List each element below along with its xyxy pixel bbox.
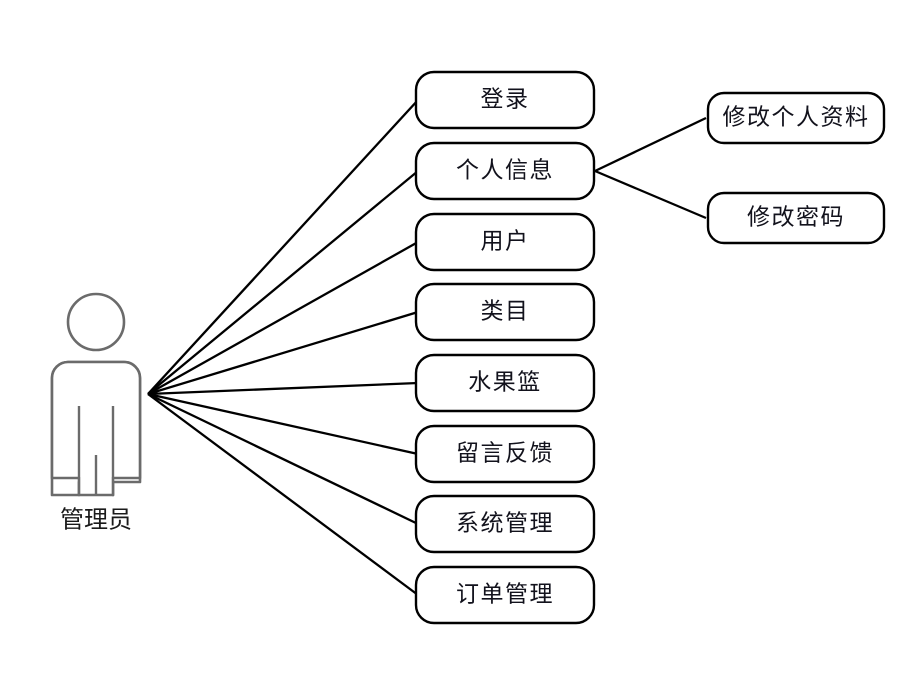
association-line-order-admin [147, 393, 419, 596]
administrator-actor[interactable]: 管理员 [50, 292, 142, 533]
use-case-box[interactable] [414, 494, 596, 554]
association-line-fruit-basket [147, 381, 419, 396]
actor-label: 管理员 [60, 506, 132, 533]
association-line-edit-profile [594, 116, 707, 173]
association-line-system-admin [147, 392, 419, 526]
association-lines-actor [147, 99, 419, 596]
use-case-label: 修改密码 [747, 204, 845, 229]
use-case-profile[interactable]: 个人信息 [414, 141, 596, 201]
association-line-change-password [594, 169, 707, 220]
use-case-system-admin[interactable]: 系统管理 [414, 494, 596, 554]
use-case-box[interactable] [414, 424, 596, 484]
use-case-fruit-basket[interactable]: 水果篮 [414, 353, 596, 413]
use-case-order-admin[interactable]: 订单管理 [414, 565, 596, 625]
use-case-label: 个人信息 [456, 157, 554, 182]
use-case-box[interactable] [414, 282, 596, 342]
use-case-box[interactable] [414, 70, 596, 130]
use-case-label: 留言反馈 [456, 440, 554, 465]
association-line-login [147, 99, 419, 395]
association-line-feedback [147, 392, 419, 456]
use-case-label: 用户 [481, 228, 530, 253]
use-case-box[interactable] [706, 191, 886, 245]
association-line-profile [147, 170, 419, 395]
use-case-label: 修改个人资料 [723, 104, 870, 129]
use-case-box[interactable] [414, 565, 596, 625]
use-case-feedback[interactable]: 留言反馈 [414, 424, 596, 484]
use-case-box[interactable] [414, 353, 596, 413]
use-case-label: 水果篮 [468, 369, 542, 394]
actor-head-icon [66, 292, 126, 352]
use-case-login[interactable]: 登录 [414, 70, 596, 130]
use-case-edit-profile[interactable]: 修改个人资料 [706, 91, 886, 145]
use-case-box[interactable] [706, 91, 886, 145]
association-line-category [147, 310, 419, 396]
use-case-label: 系统管理 [456, 510, 554, 535]
use-case-label: 订单管理 [456, 581, 554, 606]
use-case-label: 类目 [481, 298, 530, 323]
use-case-label: 登录 [481, 86, 530, 111]
use-case-box[interactable] [414, 141, 596, 201]
association-line-user [147, 240, 419, 396]
use-case-user[interactable]: 用户 [414, 212, 596, 272]
actor-torso-icon [50, 360, 142, 497]
use-case-category[interactable]: 类目 [414, 282, 596, 342]
association-lines-profile-children [594, 116, 707, 220]
use-case-change-password[interactable]: 修改密码 [706, 191, 886, 245]
use-case-box[interactable] [414, 212, 596, 272]
